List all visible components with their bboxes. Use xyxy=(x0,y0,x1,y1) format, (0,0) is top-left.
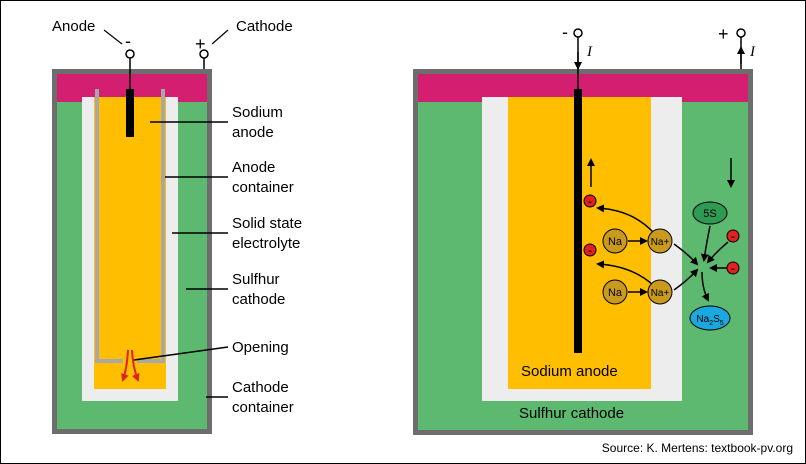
center-to-product-arrow xyxy=(701,271,709,302)
naplus-to-center-arrow xyxy=(673,243,699,266)
right-anode-rod xyxy=(574,89,582,353)
left-terminals: Anode - Cathode + xyxy=(52,18,293,89)
pos-sign: + xyxy=(718,24,729,44)
callout-sulfur-cathode-1: Sulfhur xyxy=(232,271,280,288)
callout-sodium-anode-2: anode xyxy=(232,124,274,141)
current-label-pos: I xyxy=(749,44,756,60)
callouts: Sodium anode Anode container Solid state… xyxy=(133,104,302,416)
neg-sign: - xyxy=(562,22,568,42)
cathode-title: Cathode xyxy=(236,18,293,35)
cathode-label-leader xyxy=(211,29,229,45)
source-credit: Source: K. Mertens: textbook-pv.org xyxy=(602,441,793,455)
sulfur-molecule xyxy=(692,201,728,225)
polysulfide-sub2: 5 xyxy=(720,320,724,327)
callout-sodium-anode-1: Sodium xyxy=(232,104,283,121)
reaction-arrows xyxy=(587,158,735,302)
electron xyxy=(583,243,597,257)
sodium-anode-fill xyxy=(94,97,166,389)
anode-rod xyxy=(126,89,134,137)
callout-anode-container-2: container xyxy=(232,179,294,196)
electron-sign: - xyxy=(588,245,592,257)
polysulfide-s: S xyxy=(713,314,720,325)
na-atom-label: Na xyxy=(608,236,623,248)
electrons: - - - - xyxy=(583,194,740,275)
opening-flow-arrow xyxy=(121,349,129,382)
na-ion xyxy=(647,228,673,254)
sodium-polysulfide xyxy=(689,305,731,331)
anode-sign: - xyxy=(125,31,131,51)
naplus-to-center-arrow xyxy=(673,268,699,291)
electron-sign: - xyxy=(588,196,592,208)
electron-path-arrow xyxy=(596,204,654,233)
pos-terminal xyxy=(736,28,746,38)
na-ion xyxy=(647,279,673,305)
na-atom xyxy=(602,228,628,254)
callout-electrolyte-2: electrolyte xyxy=(232,235,300,252)
na-atom-label: Na xyxy=(608,287,623,299)
electron xyxy=(726,261,740,275)
callout-sulfur-cathode-2: cathode xyxy=(232,291,285,308)
right-cell xyxy=(413,69,753,435)
callout-leader xyxy=(133,346,229,361)
anode-title: Anode xyxy=(52,18,95,35)
na-atom xyxy=(602,279,628,305)
neg-terminal xyxy=(573,28,583,38)
polysulfide-label: Na2S5 xyxy=(696,314,723,327)
electron-sign: - xyxy=(731,263,735,275)
anode-container xyxy=(95,89,165,363)
cathode-terminal xyxy=(199,49,209,59)
electron-sign: - xyxy=(731,231,735,243)
electron xyxy=(583,194,597,208)
na-ion-label: Na+ xyxy=(651,237,670,248)
na-ion-label: Na+ xyxy=(651,288,670,299)
sulfur-to-center-arrow xyxy=(700,225,711,262)
sulfur-cathode-label: Sulfhur cathode xyxy=(519,405,624,422)
sulfur-label: 5S xyxy=(703,208,716,220)
opening-flow-arrow xyxy=(131,349,140,382)
electron-path-arrow xyxy=(596,260,654,286)
electron-to-center-arrow xyxy=(706,241,729,264)
callout-opening: Opening xyxy=(232,339,289,356)
anode-label-leader xyxy=(103,29,123,45)
polysulfide-na: Na xyxy=(696,314,709,325)
electron xyxy=(726,229,740,243)
callout-cathode-container-2: container xyxy=(232,399,294,416)
polysulfide-sub1: 2 xyxy=(709,320,713,327)
current-label-neg: I xyxy=(586,44,593,60)
cathode-sign: + xyxy=(195,34,206,54)
anode-terminal xyxy=(125,49,135,59)
callout-cathode-container-1: Cathode xyxy=(232,379,289,396)
sodium-anode-label: Sodium anode xyxy=(521,363,618,380)
ions: Na Na+ Na Na+ 5S Na2S5 xyxy=(602,201,731,331)
left-cell xyxy=(52,69,212,434)
callout-electrolyte-1: Solid state xyxy=(232,215,302,232)
callout-anode-container-1: Anode xyxy=(232,159,275,176)
right-terminals: - I + I xyxy=(562,22,756,89)
